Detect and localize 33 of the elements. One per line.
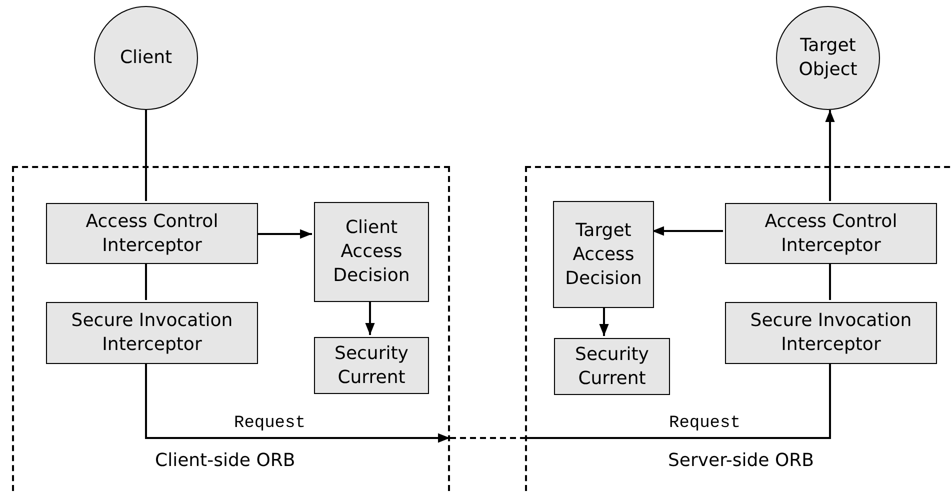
orb-region [525,166,952,493]
connector [145,110,147,201]
connector [829,262,831,300]
connector [599,306,609,336]
process-box [46,203,258,264]
process-box [46,302,258,364]
connector [652,226,723,236]
process-box [553,201,654,308]
process-box [554,338,670,395]
orb-region [12,166,450,493]
connector [145,262,147,300]
node-label: Target Object [798,34,858,82]
process-box [725,203,937,264]
connector [825,110,835,201]
region-label: Client-side ORB [155,449,296,473]
node-label: Client [120,46,172,70]
node-label: Security Current [574,342,650,390]
node-label: Client Access Decision [332,216,411,288]
node-label: Target Access Decision [564,218,643,290]
node-label: Secure Invocation Interceptor [70,309,234,357]
connector [525,362,831,439]
process-box [314,202,429,302]
process-box [725,302,937,364]
connector [256,229,312,239]
connector [365,300,375,335]
connector [145,362,450,443]
node-label: Secure Invocation Interceptor [749,309,913,357]
process-box [314,337,429,394]
node-label: Access Control Interceptor [764,210,898,258]
region-label: Server-side ORB [668,449,814,473]
dashed-connector [450,437,525,439]
node-label: Access Control Interceptor [84,210,220,258]
node-label: Security Current [334,342,410,390]
